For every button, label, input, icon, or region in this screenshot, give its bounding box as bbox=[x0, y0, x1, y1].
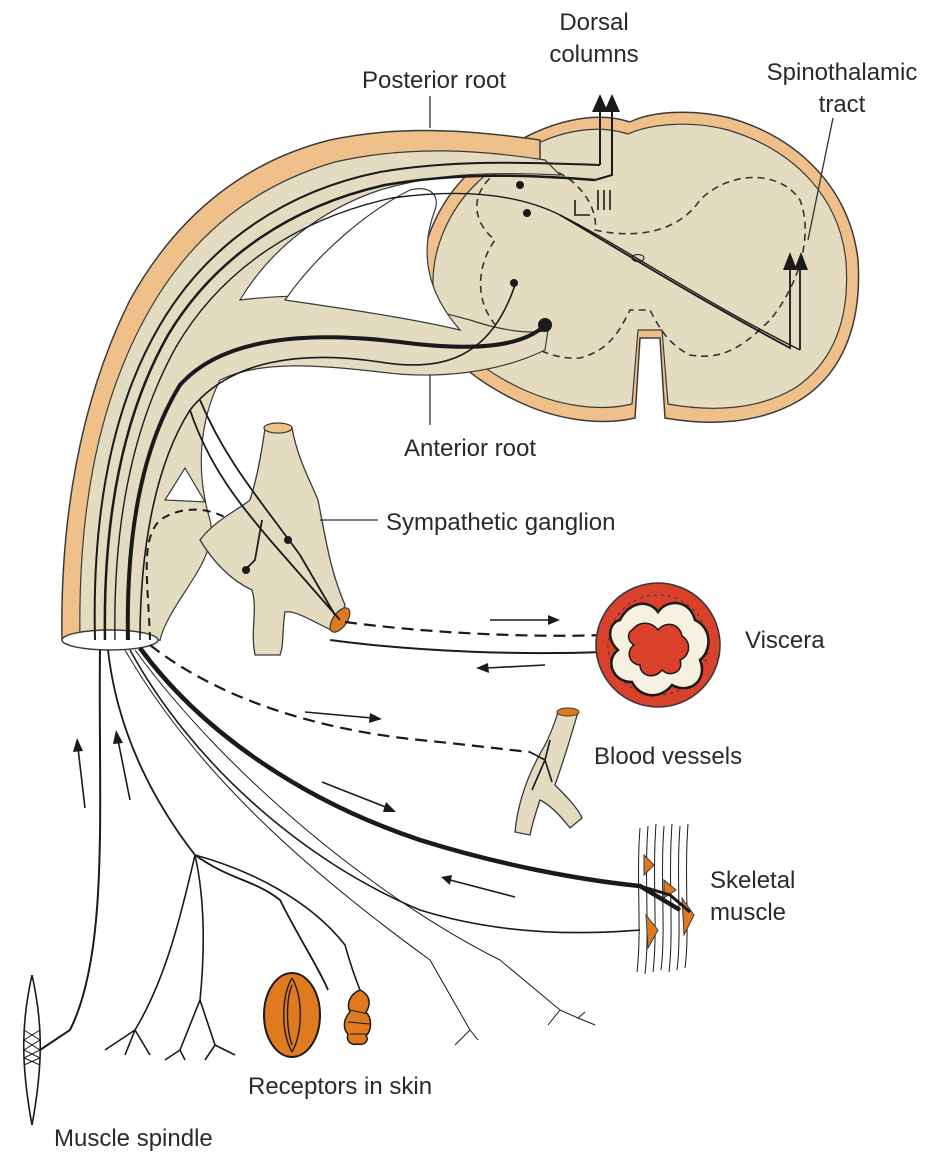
label-dorsal-columns-2: columns bbox=[549, 41, 638, 68]
blood-vessel bbox=[515, 708, 582, 835]
motor-end-plate bbox=[646, 915, 658, 948]
viscera-afferent-fiber bbox=[330, 640, 605, 653]
sympathetic-ganglion bbox=[190, 400, 354, 655]
label-skeletal-muscle-2: muscle bbox=[710, 899, 786, 926]
free-nerve-ending bbox=[548, 1010, 595, 1025]
free-nerve-ending bbox=[455, 1030, 478, 1045]
free-nerve-ending bbox=[165, 1000, 235, 1060]
motor-end-plate bbox=[644, 855, 654, 875]
muscle-fiber-line bbox=[677, 826, 680, 970]
muscle-fiber-line bbox=[637, 828, 640, 972]
muscle-fiber-line bbox=[653, 824, 656, 972]
viscera-efferent-fiber bbox=[345, 622, 605, 636]
label-sympathetic-ganglion: Sympathetic ganglion bbox=[386, 509, 615, 536]
viscera bbox=[596, 583, 720, 707]
direction-arrow bbox=[450, 880, 515, 897]
skin-receptors bbox=[264, 973, 371, 1057]
direction-arrow bbox=[487, 665, 545, 668]
label-anterior-root: Anterior root bbox=[404, 435, 536, 462]
synapse-dot bbox=[538, 318, 552, 332]
label-viscera: Viscera bbox=[745, 627, 825, 654]
arrowhead bbox=[73, 738, 83, 752]
spindle-fiber bbox=[40, 650, 100, 1050]
direction-arrow bbox=[78, 748, 85, 808]
label-spinothalamic-2: tract bbox=[819, 91, 866, 118]
motor-end-plate bbox=[682, 898, 694, 935]
synapse-dot bbox=[516, 181, 524, 189]
receptor-fiber bbox=[195, 855, 360, 990]
label-skeletal-muscle-1: Skeletal bbox=[710, 867, 795, 894]
free-nerve-ending bbox=[105, 1030, 150, 1055]
label-spinothalamic-1: Spinothalamic bbox=[767, 59, 918, 86]
dorsal-arrowhead bbox=[604, 94, 620, 112]
arrowhead bbox=[113, 730, 123, 744]
synapse-dot bbox=[523, 209, 531, 217]
muscle-spindle-body bbox=[24, 975, 41, 1125]
blood-vessel-end bbox=[557, 708, 579, 716]
label-muscle-spindle: Muscle spindle bbox=[54, 1125, 213, 1152]
arrowhead bbox=[476, 663, 489, 673]
muscle-fibers bbox=[637, 824, 688, 974]
label-posterior-root: Posterior root bbox=[362, 67, 506, 94]
muscle-spindle bbox=[24, 975, 41, 1125]
receptor-fiber bbox=[180, 855, 203, 1050]
label-blood-vessels: Blood vessels bbox=[594, 743, 742, 770]
muscle-fiber-line bbox=[685, 824, 688, 968]
ganglion-top-end bbox=[264, 423, 292, 433]
nerve-cut-end bbox=[62, 630, 158, 650]
arrowhead bbox=[441, 875, 452, 885]
arrowhead bbox=[369, 713, 382, 723]
label-dorsal-columns-1: Dorsal bbox=[559, 9, 628, 36]
direction-arrow bbox=[305, 712, 372, 718]
meissner-corpuscle bbox=[344, 990, 370, 1044]
label-receptors-in-skin: Receptors in skin bbox=[248, 1073, 432, 1100]
synapse-dot bbox=[510, 279, 518, 287]
direction-arrow bbox=[118, 740, 130, 800]
ganglion-synapse-dot bbox=[284, 536, 292, 544]
arrowhead bbox=[548, 615, 560, 625]
muscle-fiber-line bbox=[645, 826, 648, 974]
receptor-fiber bbox=[135, 855, 195, 1030]
ganglion-synapse-dot bbox=[242, 566, 250, 574]
arrowhead bbox=[383, 802, 396, 812]
